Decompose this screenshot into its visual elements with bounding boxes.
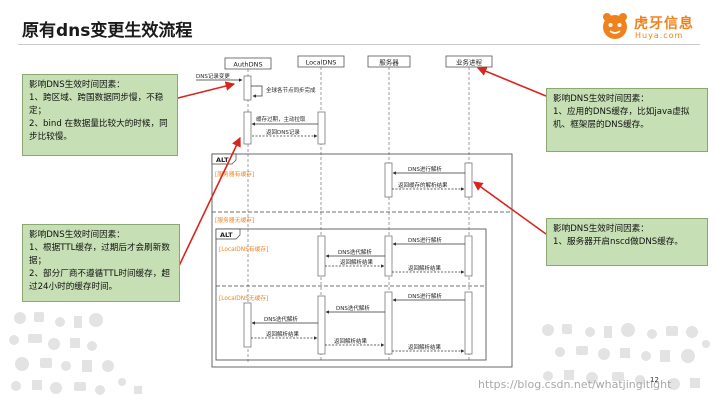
svg-text:返回解析结果: 返回解析结果 xyxy=(266,330,300,338)
message-iterative-b-auth: DNS迭代解析 xyxy=(251,315,318,325)
svg-text:返回解析结果: 返回解析结果 xyxy=(408,264,442,272)
message-server-resolve-1: DNS进行解析 xyxy=(392,165,465,175)
logo-subtext: Huya.com xyxy=(635,31,684,40)
message-return-cached: 返回缓存的解析结果 xyxy=(392,181,465,191)
svg-text:返回解析结果: 返回解析结果 xyxy=(334,337,368,345)
message-return-result-a1: 返回解析结果 xyxy=(325,258,385,268)
message-return-result-b1: 返回解析结果 xyxy=(251,330,318,340)
note-heading: 影响DNS生效时间因素： xyxy=(553,94,649,104)
svg-text:DNS记录变更: DNS记录变更 xyxy=(196,72,230,80)
message-global-sync: 全球各节点同步完成 xyxy=(251,85,316,98)
alt-fragment-inner: ALT [LocalDNS有缓存] [LocalDNS无缓存] xyxy=(215,228,487,361)
svg-text:LocalDNS: LocalDNS xyxy=(306,59,337,67)
note-line: 2、部分厂商不遵循TTL时间缓存，超过24小时的缓存时间。 xyxy=(29,269,170,292)
svg-text:ALT: ALT xyxy=(216,156,229,164)
message-iterative-a: DNS迭代解析 xyxy=(325,248,385,258)
note-line: 1、跨区域、跨国数据同步慢，不稳定； xyxy=(29,93,164,116)
message-localdns-resolve-b: DNS进行解析 xyxy=(392,292,465,302)
note-line: 1、根据TTL缓存，过期后才会刷新数据； xyxy=(29,243,170,266)
message-return-result-b2: 返回解析结果 xyxy=(325,337,385,347)
svg-text:DNS迭代解析: DNS迭代解析 xyxy=(338,248,372,256)
note-right-top: 影响DNS生效时间因素： 1、应用的DNS缓存，比如java虚拟机、框架层的DN… xyxy=(546,88,708,152)
svg-text:服务器: 服务器 xyxy=(379,58,399,67)
svg-text:[LocalDNS无缓存]: [LocalDNS无缓存] xyxy=(219,294,268,302)
watermark: https://blog.csdn.net/whatjingitight xyxy=(478,378,672,391)
note-line: 2、bind 在数据量比较大的时候，同步比较慢。 xyxy=(29,119,168,142)
connector-left-bottom xyxy=(177,136,241,269)
svg-text:[服务器有缓存]: [服务器有缓存] xyxy=(215,170,254,178)
participant-server: 服务器 xyxy=(367,55,411,68)
svg-text:DNS进行解析: DNS进行解析 xyxy=(408,236,442,244)
participant-business: 业务进程 xyxy=(445,55,493,68)
svg-text:返回解析结果: 返回解析结果 xyxy=(340,258,374,266)
svg-text:缓存过期，主动拉取: 缓存过期，主动拉取 xyxy=(256,115,306,123)
svg-text:AuthDNS: AuthDNS xyxy=(233,61,262,69)
participant-localdns: LocalDNS xyxy=(297,55,345,68)
logo-text: 虎牙信息 xyxy=(634,16,694,32)
decorative-pattern-left xyxy=(9,312,142,395)
note-left-top: 影响DNS生效时间因素： 1、跨区域、跨国数据同步慢，不稳定； 2、bind 在… xyxy=(22,74,178,156)
activation-bars xyxy=(243,75,473,355)
message-iterative-b-local: DNS迭代解析 xyxy=(325,304,385,314)
svg-text:DNS进行解析: DNS进行解析 xyxy=(408,292,442,300)
svg-text:[服务器无缓存]: [服务器无缓存] xyxy=(215,216,254,224)
note-heading: 影响DNS生效时间因素： xyxy=(29,80,125,90)
slide-title: 原有dns变更生效流程 xyxy=(22,21,193,41)
svg-text:返回DNS记录: 返回DNS记录 xyxy=(266,128,300,136)
note-line: 1、应用的DNS缓存，比如java虚拟机、框架层的DNS缓存。 xyxy=(553,107,690,130)
note-connectors xyxy=(161,66,547,269)
svg-text:[LocalDNS有缓存]: [LocalDNS有缓存] xyxy=(219,245,268,253)
svg-text:业务进程: 业务进程 xyxy=(456,58,483,67)
svg-text:DNS迭代解析: DNS迭代解析 xyxy=(264,315,298,323)
message-return-result-b3: 返回解析结果 xyxy=(392,343,465,353)
header-divider xyxy=(18,44,700,45)
svg-text:DNS进行解析: DNS进行解析 xyxy=(408,165,442,173)
note-right-bottom: 影响DNS生效时间因素： 1、服务器开启nscd做DNS缓存。 xyxy=(546,218,708,266)
note-heading: 影响DNS生效时间因素： xyxy=(553,224,649,234)
note-heading: 影响DNS生效时间因素： xyxy=(29,230,125,240)
message-cache-expire: 缓存过期，主动拉取 xyxy=(251,115,318,126)
message-return-record: 返回DNS记录 xyxy=(252,128,318,138)
tiger-logo-icon xyxy=(603,13,627,39)
page-number: 12 xyxy=(650,376,659,384)
note-line: 1、服务器开启nscd做DNS缓存。 xyxy=(553,237,684,247)
svg-text:ALT: ALT xyxy=(220,231,233,239)
message-dns-change: DNS记录变更 xyxy=(196,72,243,82)
connector-right-bottom xyxy=(473,181,547,235)
alt-fragment-outer: ALT [服务器有缓存] [服务器无缓存] xyxy=(211,153,513,368)
svg-text:返回解析结果: 返回解析结果 xyxy=(408,343,442,351)
message-return-result-a2: 返回解析结果 xyxy=(392,264,465,274)
svg-text:返回缓存的解析结果: 返回缓存的解析结果 xyxy=(398,181,448,189)
participant-authdns: AuthDNS xyxy=(224,57,272,70)
svg-text:全球各节点同步完成: 全球各节点同步完成 xyxy=(266,86,316,94)
connector-right-top xyxy=(476,66,547,97)
note-left-bottom: 影响DNS生效时间因素： 1、根据TTL缓存，过期后才会刷新数据； 2、部分厂商… xyxy=(22,224,180,302)
decorative-pattern-right xyxy=(542,323,710,390)
huya-logo: 虎牙信息 Huya.com xyxy=(600,12,702,42)
message-localdns-resolve-a: DNS进行解析 xyxy=(392,236,465,246)
svg-text:DNS迭代解析: DNS迭代解析 xyxy=(336,304,370,312)
